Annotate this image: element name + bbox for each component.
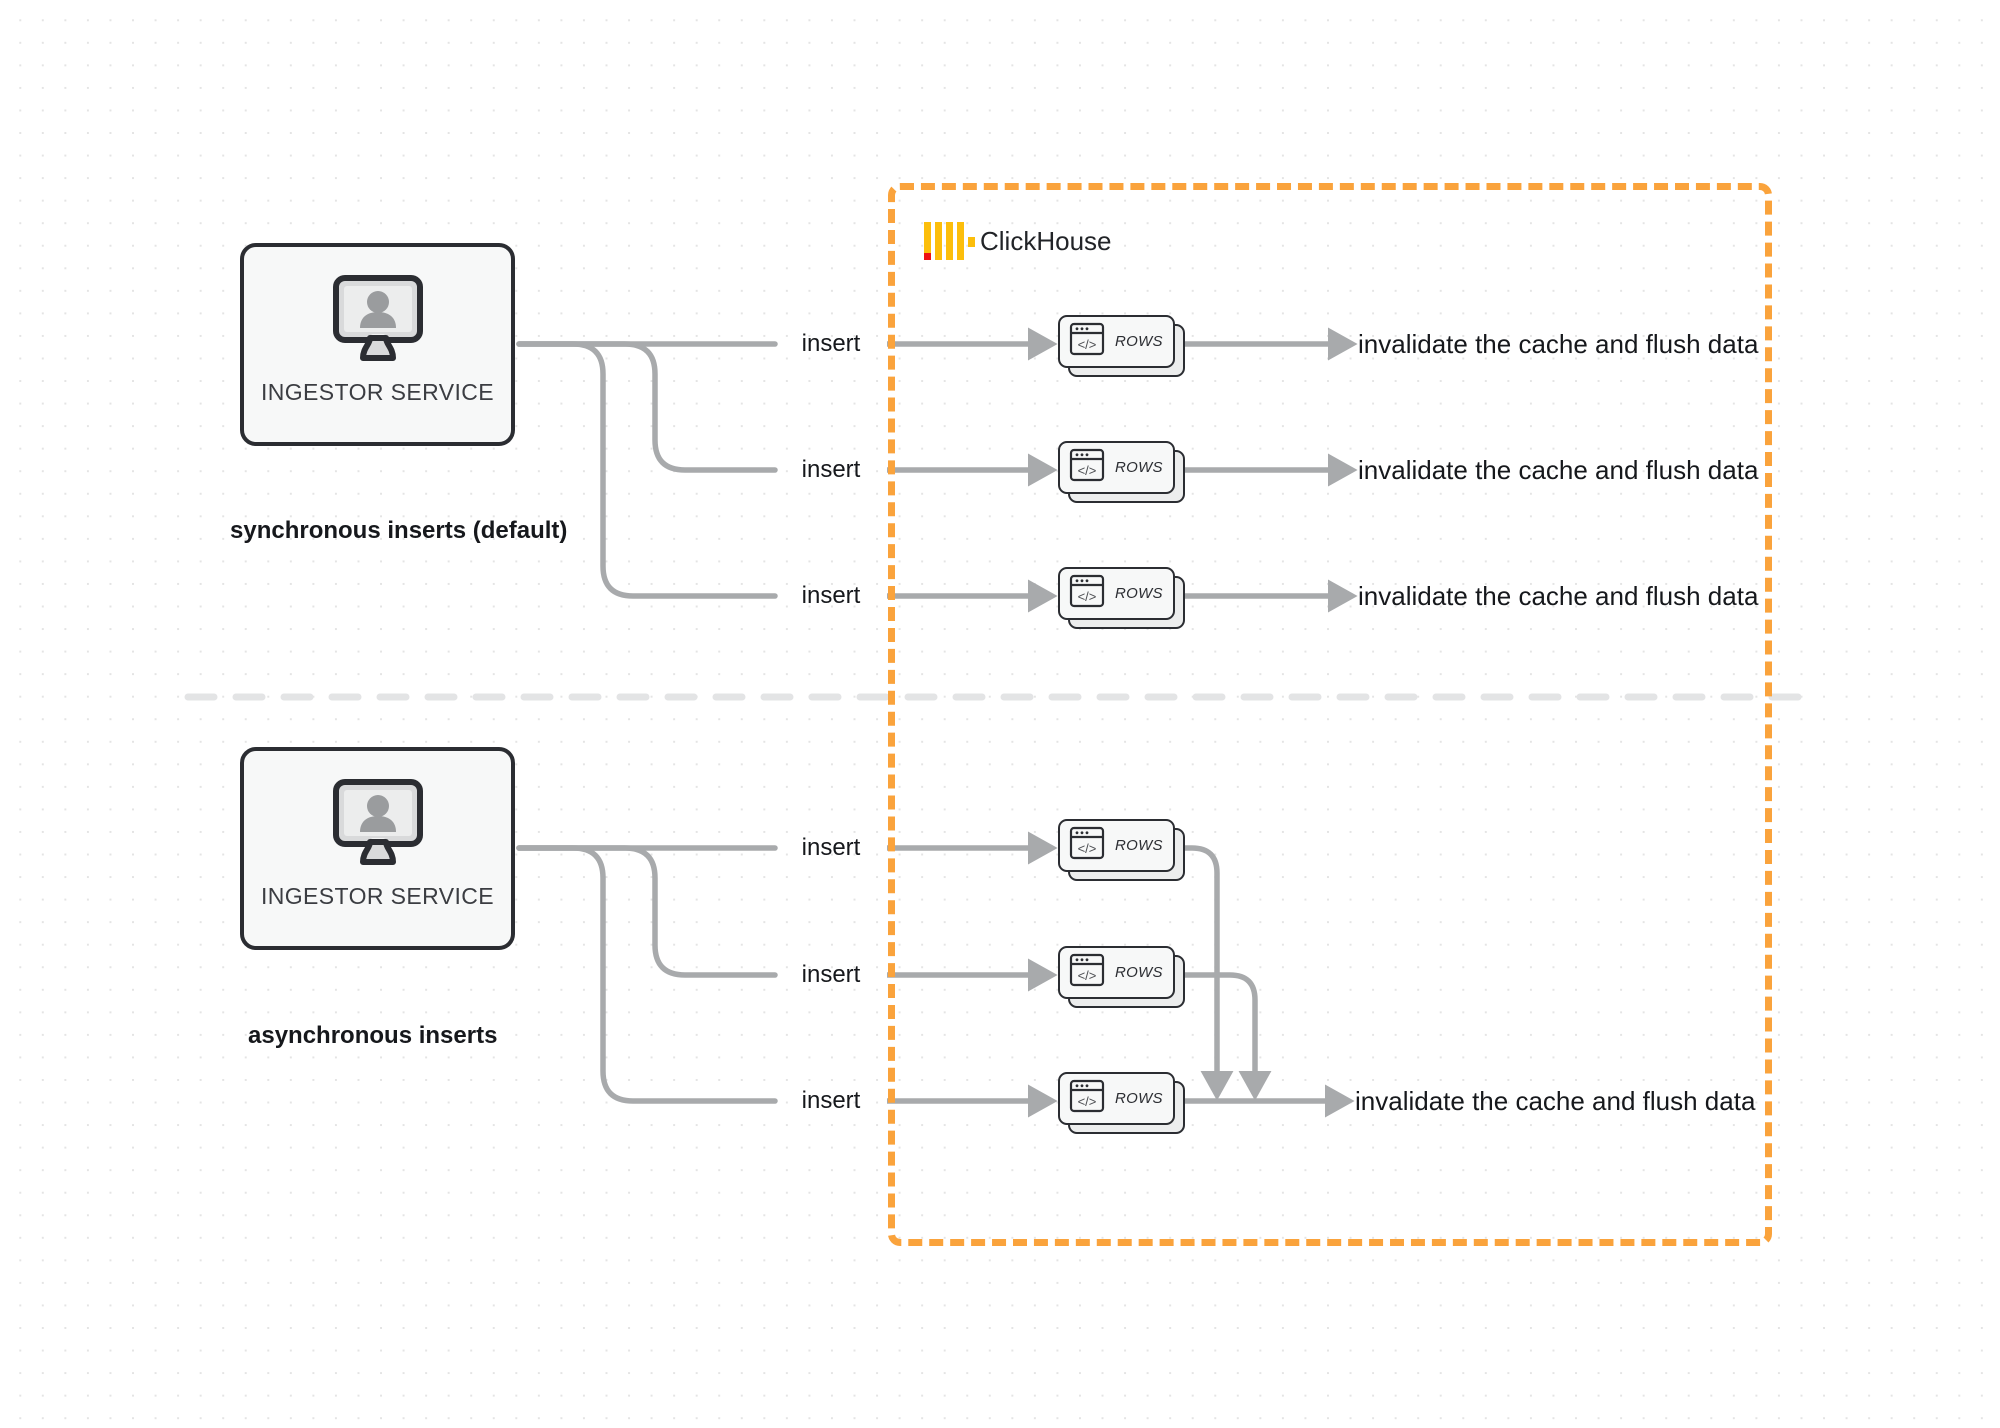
wire-async-2 (516, 845, 778, 978)
rows-card-front: </> ROWS (1058, 315, 1175, 368)
section-caption-sync: synchronous inserts (default) (230, 517, 568, 544)
monitor-user-icon (330, 274, 426, 367)
rows-node-label: ROWS (1115, 333, 1163, 350)
rows-node-label: ROWS (1115, 585, 1163, 602)
insert-label-async-3: insert (801, 1087, 861, 1114)
clickhouse-name: ClickHouse (980, 225, 1112, 256)
wire-sync-3 (516, 341, 778, 599)
result-label-sync-1: invalidate the cache and flush data (1358, 329, 1759, 359)
clickhouse-logo-icon (924, 222, 975, 260)
rows-node-label: ROWS (1115, 459, 1163, 476)
rows-node-sync-3[interactable]: </> ROWS (1058, 567, 1185, 629)
wire-sync-2 (516, 341, 778, 473)
rows-node-sync-2[interactable]: </> ROWS (1058, 441, 1185, 503)
code-window-icon: </> (1069, 448, 1105, 487)
rows-node-async-2[interactable]: </> ROWS (1058, 946, 1185, 1008)
code-window-icon: </> (1069, 322, 1105, 361)
svg-text:</>: </> (1078, 1094, 1097, 1109)
svg-text:</>: </> (1078, 841, 1097, 856)
insert-label-async-1: insert (801, 834, 861, 861)
rows-card-front: </> ROWS (1058, 819, 1175, 872)
insert-label-sync-2: insert (801, 456, 861, 483)
ingestor-service-async[interactable]: INGESTOR SERVICE (240, 747, 515, 950)
code-window-icon: </> (1069, 574, 1105, 613)
ingestor-service-label-sync: INGESTOR SERVICE (260, 379, 495, 405)
code-window-icon: </> (1069, 1079, 1105, 1118)
rows-node-sync-1[interactable]: </> ROWS (1058, 315, 1185, 377)
rows-node-label: ROWS (1115, 964, 1163, 981)
insert-label-sync-3: insert (801, 582, 861, 609)
rows-card-front: </> ROWS (1058, 567, 1175, 620)
clickhouse-boundary (888, 183, 1772, 1246)
clickhouse-brand: ClickHouse (924, 222, 1112, 260)
svg-text:</>: </> (1078, 968, 1097, 983)
section-caption-async: asynchronous inserts (248, 1022, 498, 1049)
result-label-sync-2: invalidate the cache and flush data (1358, 455, 1759, 485)
code-window-icon: </> (1069, 953, 1105, 992)
code-window-icon: </> (1069, 826, 1105, 865)
wire-async-3 (516, 845, 778, 1104)
rows-card-front: </> ROWS (1058, 441, 1175, 494)
svg-text:</>: </> (1078, 337, 1097, 352)
rows-node-label: ROWS (1115, 837, 1163, 854)
insert-label-sync-1: insert (801, 330, 861, 357)
insert-label-async-2: insert (801, 961, 861, 988)
result-label-async: invalidate the cache and flush data (1355, 1086, 1756, 1116)
svg-text:</>: </> (1078, 589, 1097, 604)
ingestor-service-label-async: INGESTOR SERVICE (260, 883, 495, 909)
rows-card-front: </> ROWS (1058, 1072, 1175, 1125)
ingestor-service-sync[interactable]: INGESTOR SERVICE (240, 243, 515, 446)
result-label-sync-3: invalidate the cache and flush data (1358, 581, 1759, 611)
rows-node-async-3[interactable]: </> ROWS (1058, 1072, 1185, 1134)
monitor-user-icon (330, 778, 426, 871)
svg-text:</>: </> (1078, 463, 1097, 478)
rows-card-front: </> ROWS (1058, 946, 1175, 999)
rows-node-async-1[interactable]: </> ROWS (1058, 819, 1185, 881)
rows-node-label: ROWS (1115, 1090, 1163, 1107)
